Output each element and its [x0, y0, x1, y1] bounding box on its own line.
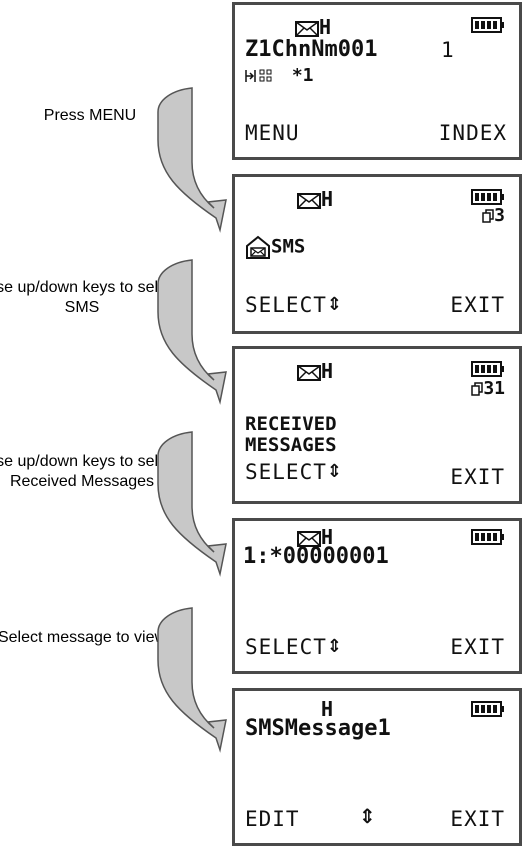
- menu-item-line1[interactable]: RECEIVED: [245, 413, 337, 435]
- lcd-screen-sms-submenu: H 31 RECEIVED MESSAGES SELECT⇕ EXIT: [232, 346, 522, 504]
- menu-item-line2[interactable]: MESSAGES: [245, 434, 337, 456]
- lcd-screen-message-view: H SMSMessage1 EDIT ⇕ EXIT: [232, 688, 522, 846]
- flow-arrow-2: [157, 259, 227, 405]
- softkey-left[interactable]: MENU: [245, 121, 300, 145]
- step-label-select-sms: Use up/down keys to select SMS: [0, 279, 180, 316]
- menu-item-label: SMS: [271, 235, 306, 258]
- lcd-screen-message-list: H 1:*00000001 SELECT⇕ EXIT: [232, 518, 522, 674]
- softkey-left[interactable]: SELECT⇕: [245, 462, 343, 483]
- envelope-icon: [297, 192, 321, 209]
- scan-icon: [245, 69, 272, 82]
- battery-icon: [471, 529, 504, 545]
- up-down-arrows-icon: ⇕: [326, 294, 343, 315]
- softkey-right[interactable]: EXIT: [450, 635, 505, 659]
- envelope-icon: [297, 364, 321, 381]
- status-flag: H: [321, 697, 334, 721]
- status-flag: H: [321, 187, 334, 211]
- menu-count: 31: [483, 378, 505, 399]
- up-down-arrows-icon: ⇕: [359, 804, 376, 828]
- softkey-left[interactable]: EDIT: [245, 807, 300, 831]
- envelope-icon: [297, 530, 321, 547]
- flow-arrow-1: [157, 87, 227, 233]
- battery-icon: [471, 17, 504, 33]
- up-down-arrows-icon: ⇕: [326, 461, 343, 482]
- softkey-right[interactable]: EXIT: [450, 465, 505, 489]
- channel-number: 1: [441, 38, 454, 62]
- channel-name: Z1ChnNm001: [245, 37, 378, 62]
- battery-icon: [471, 361, 504, 377]
- softkey-left[interactable]: SELECT⇕: [245, 295, 343, 316]
- battery-icon: [471, 189, 504, 205]
- envelope-icon: [295, 20, 319, 37]
- menu-item-sms[interactable]: SMS: [245, 235, 305, 259]
- message-text: SMSMessage1: [245, 716, 391, 741]
- step-label-press-menu: Press MENU: [43, 107, 137, 124]
- status-flag: H: [321, 359, 334, 383]
- message-list-entry[interactable]: 1:*00000001: [243, 544, 389, 569]
- softkey-left-label: SELECT: [245, 635, 327, 659]
- softkey-right[interactable]: EXIT: [450, 293, 505, 317]
- lcd-screen-menu-sms: H 3 SMS SELECT⇕ EXIT: [232, 174, 522, 334]
- status-flag: H: [321, 525, 334, 549]
- softkey-left-label: SELECT: [245, 293, 327, 317]
- softkey-right[interactable]: INDEX: [438, 121, 507, 145]
- softkey-left-label: SELECT: [245, 460, 327, 484]
- up-down-arrows-icon: ⇕: [326, 636, 343, 657]
- menu-page-icon: [471, 382, 484, 396]
- lcd-screen-home: H Z1ChnNm001 1 *1 MENU INDEX: [232, 2, 522, 160]
- flow-arrow-4: [157, 607, 227, 753]
- softkey-left[interactable]: SELECT⇕: [245, 637, 343, 658]
- battery-icon: [471, 701, 504, 717]
- scan-sub-line: *1: [291, 65, 314, 86]
- menu-count: 3: [494, 205, 505, 226]
- menu-page-icon: [482, 209, 494, 223]
- step-label-select-message: Select message to view: [0, 629, 167, 646]
- softkey-right[interactable]: EXIT: [450, 807, 505, 831]
- flow-arrow-3: [157, 431, 227, 577]
- step-label-select-received: Use up/down keys to select Received Mess…: [0, 453, 180, 490]
- status-flag: H: [319, 15, 332, 39]
- sms-envelope-icon: [246, 235, 270, 259]
